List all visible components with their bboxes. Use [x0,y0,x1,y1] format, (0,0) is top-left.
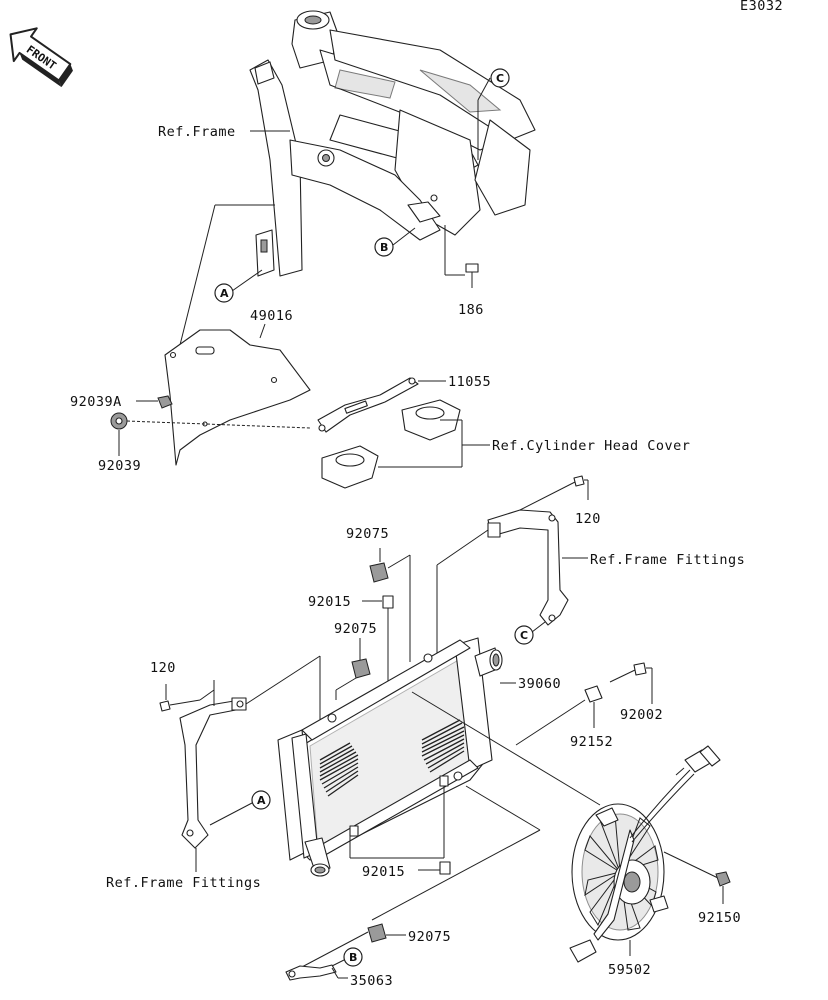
part-92075-mid: 92075 [334,621,377,637]
part-92150: 92150 [698,910,741,926]
part-92075-top: 92075 [346,526,389,542]
part-92075-bottom: 92075 [408,929,451,945]
svg-text:B: B [349,951,357,964]
ref-frame-label: Ref.Frame [158,124,236,140]
callout-c-right: C [514,621,546,645]
nut-92039 [110,412,311,430]
part-186: 186 [458,302,484,318]
part-120-left: 120 [150,660,176,676]
collar-92152 [515,685,603,746]
grommet-92075-bottom [299,923,406,969]
svg-text:C: C [496,72,504,85]
callout-b-top: B [374,227,416,257]
svg-text:B: B [380,241,388,254]
callout-c-top: C [477,68,510,160]
clip-92015-bottom [349,786,451,875]
radiator-39060 [277,637,503,877]
bracket-11055 [317,377,419,433]
grommet-92075-top [369,554,411,662]
svg-text:A: A [220,287,229,300]
cylinder-head-cover-pieces [321,399,490,489]
right-frame-fitting [436,475,589,655]
ref-frame-fittings-right-label: Ref.Frame Fittings [590,552,745,568]
callout-a-left: A [209,790,271,826]
part-35063: 35063 [350,973,393,989]
nut-92150 [715,871,731,904]
diagram-code: E3032 [740,0,783,14]
bolt-186 [444,225,479,288]
nut-92039A [157,395,173,409]
part-92152: 92152 [570,734,613,750]
callout-b-bottom: B [331,947,363,967]
part-59502: 59502 [608,962,651,978]
callout-a-top: A [214,269,263,303]
front-arrow-icon: FRONT [9,27,73,88]
ref-cylinder-head-cover-label: Ref.Cylinder Head Cover [492,438,690,454]
part-92015-top: 92015 [308,594,351,610]
ref-frame-fittings-left-label: Ref.Frame Fittings [106,875,261,891]
clip-92015-top [382,595,394,682]
left-frame-fitting [159,655,321,872]
frame-drawing [249,10,536,277]
part-92015-bottom: 92015 [362,864,405,880]
part-39060: 39060 [518,676,561,692]
part-120-right: 120 [575,511,601,527]
plate-49016 [164,204,311,466]
grommet-92075-mid [335,658,371,700]
part-92039: 92039 [98,458,141,474]
fan-assembly-59502 [411,691,721,963]
bolt-92002 [609,662,653,704]
part-92039A: 92039A [70,394,122,410]
svg-text:A: A [257,794,266,807]
part-11055: 11055 [448,374,491,390]
part-92002: 92002 [620,707,663,723]
part-49016: 49016 [250,308,293,324]
bracket-35063 [285,964,348,981]
svg-text:C: C [520,629,528,642]
